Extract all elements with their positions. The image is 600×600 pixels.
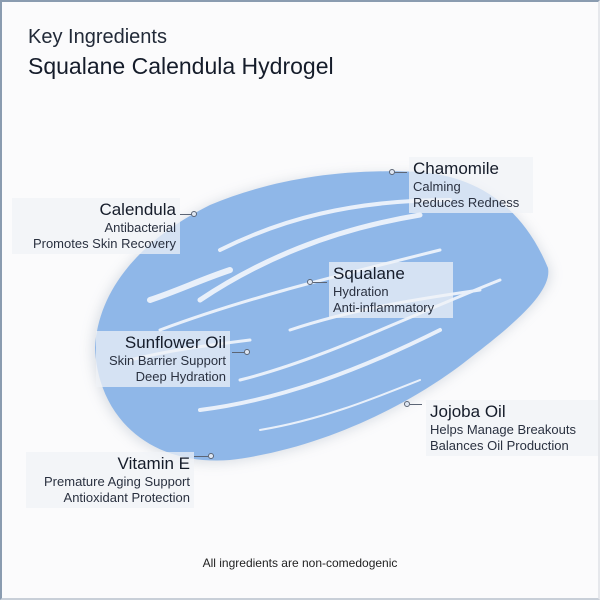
- footer-note: All ingredients are non-comedogenic: [202, 556, 398, 570]
- leader-line: [395, 172, 407, 173]
- ingredient-name: Vitamin E: [117, 454, 190, 473]
- ingredient-benefit: Antioxidant Protection: [63, 490, 190, 505]
- pointer-dot: [244, 349, 250, 355]
- callout-chamomile: Chamomile Calming Reduces Redness: [409, 157, 533, 213]
- callout-jojoba-oil: Jojoba Oil Helps Manage Breakouts Balanc…: [426, 400, 600, 456]
- ingredient-benefit: Promotes Skin Recovery: [32, 236, 176, 251]
- ingredient-benefit: Balances Oil Production: [430, 438, 569, 453]
- ingredient-benefit: Calming: [413, 179, 461, 194]
- pointer-dot: [307, 279, 313, 285]
- ingredient-benefit: Premature Aging Support: [44, 474, 190, 489]
- leader-line: [410, 404, 422, 405]
- callout-calendula: Calendula Antibacterial Promotes Skin Re…: [12, 198, 180, 254]
- ingredient-benefit: Helps Manage Breakouts: [430, 422, 576, 437]
- pointer-dot: [208, 453, 214, 459]
- pointer-dot: [404, 401, 410, 407]
- ingredient-benefit: Deep Hydration: [135, 369, 226, 384]
- ingredient-benefit: Skin Barrier Support: [108, 353, 226, 368]
- leader-line: [180, 214, 192, 215]
- leader-line: [313, 282, 327, 283]
- leader-line: [194, 456, 208, 457]
- ingredient-name: Chamomile: [413, 159, 499, 178]
- callout-vitamin-e: Vitamin E Premature Aging Support Antiox…: [26, 452, 194, 508]
- ingredient-benefit: Anti-inflammatory: [333, 300, 435, 315]
- product-title: Squalane Calendula Hydrogel: [28, 53, 334, 79]
- pointer-dot: [389, 169, 395, 175]
- ingredient-name: Sunflower Oil: [124, 333, 226, 352]
- callout-squalane: Squalane Hydration Anti-inflammatory: [329, 262, 453, 318]
- ingredient-name: Jojoba Oil: [430, 402, 506, 421]
- ingredient-name: Squalane: [333, 264, 405, 283]
- callout-sunflower-oil: Sunflower Oil Skin Barrier Support Deep …: [96, 331, 230, 387]
- leader-line: [232, 352, 244, 353]
- ingredient-name: Calendula: [99, 200, 176, 219]
- ingredient-benefit: Antibacterial: [104, 220, 176, 235]
- ingredient-benefit: Hydration: [333, 284, 389, 299]
- ingredient-benefit: Reduces Redness: [413, 195, 520, 210]
- pointer-dot: [191, 211, 197, 217]
- section-subtitle: Key Ingredients: [28, 26, 167, 48]
